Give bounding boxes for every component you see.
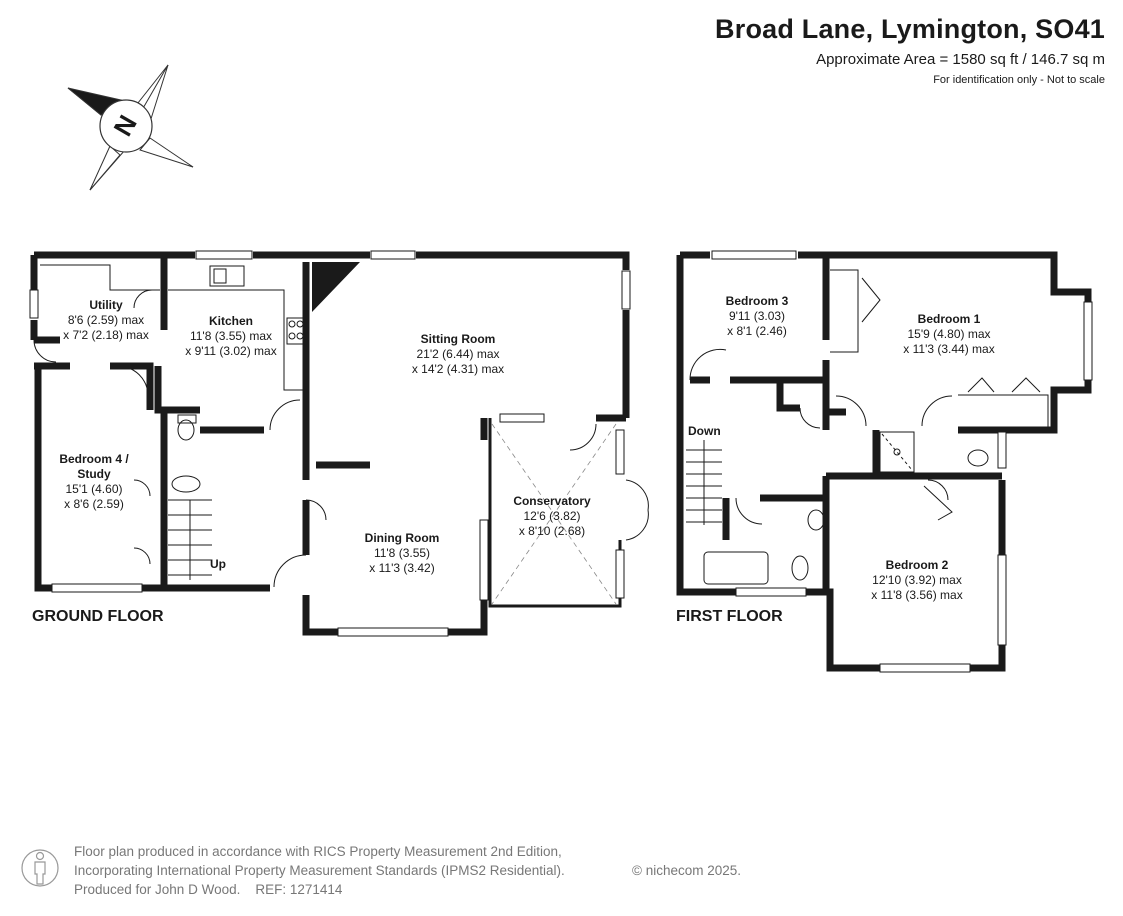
room-bedroom-3: Bedroom 3 9'11 (3.03) x 8'1 (2.46) [726, 294, 789, 339]
copyright: © nichecom 2025. [632, 863, 742, 878]
room-dims: x 9'11 (3.02) max [185, 344, 277, 358]
room-bedroom-1: Bedroom 1 15'9 (4.80) max x 11'3 (3.44) … [903, 312, 994, 357]
stairs-up-label: Up [210, 557, 226, 571]
room-dims: 8'6 (2.59) max [67, 313, 145, 327]
header: Broad Lane, Lymington, SO41 Approximate … [715, 14, 1105, 86]
room-dims: 12'10 (3.92) max [872, 573, 962, 587]
room-dims: 12'6 (3.82) [523, 509, 581, 523]
room-name: Sitting Room [420, 332, 496, 346]
room-name: Kitchen [208, 314, 254, 328]
room-dims: x 11'8 (3.56) max [871, 588, 963, 602]
room-dims: x 8'1 (2.46) [727, 324, 787, 338]
property-title: Broad Lane, Lymington, SO41 [715, 14, 1105, 44]
first-floor-label: FIRST FLOOR [676, 608, 783, 625]
room-conservatory: Conservatory 12'6 (3.82) x 8'10 (2.68) [513, 494, 590, 539]
room-sitting-room: Sitting Room 21'2 (6.44) max x 14'2 (4.3… [412, 332, 504, 377]
ground-floor-windows [29, 250, 631, 637]
room-dims: 21'2 (6.44) max [416, 347, 500, 361]
conservatory-glazing [491, 423, 617, 605]
room-dims: x 7'2 (2.18) max [63, 328, 149, 342]
room-name: Conservatory [513, 494, 591, 508]
room-dims: x 11'3 (3.44) max [903, 342, 995, 356]
room-name: Utility [89, 298, 123, 312]
room-dims: 11'8 (3.55) [373, 546, 431, 560]
room-dims: x 8'10 (2.68) [518, 524, 586, 538]
compass-rose-icon: N [67, 64, 194, 191]
room-dims: x 11'3 (3.42) [369, 561, 435, 575]
room-name: Bedroom 1 [917, 312, 981, 326]
room-name: Bedroom 4 / [59, 452, 129, 466]
footer-line: Incorporating International Property Mea… [74, 863, 565, 878]
first-floor-windows [711, 250, 1093, 673]
footer: Floor plan produced in accordance with R… [74, 842, 741, 899]
ground-floor-label: GROUND FLOOR [32, 608, 164, 625]
room-name: Bedroom 3 [725, 294, 789, 308]
room-kitchen: Kitchen 11'8 (3.55) max x 9'11 (3.02) ma… [185, 314, 276, 359]
first-floor-fittings [686, 269, 1049, 585]
kitchen-fittings [40, 264, 306, 580]
footer-line: Produced for John D Wood. REF: 1271414 [74, 882, 343, 897]
room-dims: 15'1 (4.60) [65, 482, 123, 496]
room-dims: 11'8 (3.55) max [189, 329, 273, 343]
room-bedroom-2: Bedroom 2 12'10 (3.92) max x 11'8 (3.56)… [871, 558, 962, 603]
approximate-area: Approximate Area = 1580 sq ft / 146.7 sq… [816, 51, 1105, 68]
room-name: Study [77, 467, 111, 481]
room-dims: 15'9 (4.80) max [907, 327, 991, 341]
ground-floor-doors [33, 289, 649, 588]
room-bedroom-4-study: Bedroom 4 / Study 15'1 (4.60) x 8'6 (2.5… [59, 452, 128, 512]
disclaimer-note: For identification only - Not to scale [933, 74, 1105, 86]
room-dims: x 8'6 (2.59) [64, 497, 124, 511]
stairs-down-label: Down [688, 424, 721, 438]
footer-line: Floor plan produced in accordance with R… [74, 844, 562, 859]
room-dims: x 14'2 (4.31) max [411, 362, 505, 376]
chimney-breast [312, 262, 360, 312]
room-dining-room: Dining Room 11'8 (3.55) x 11'3 (3.42) [365, 531, 440, 576]
room-name: Dining Room [364, 531, 440, 545]
room-dims: 9'11 (3.03) [728, 309, 786, 323]
room-name: Bedroom 2 [885, 558, 949, 572]
room-utility: Utility 8'6 (2.59) max x 7'2 (2.18) max [63, 298, 149, 343]
